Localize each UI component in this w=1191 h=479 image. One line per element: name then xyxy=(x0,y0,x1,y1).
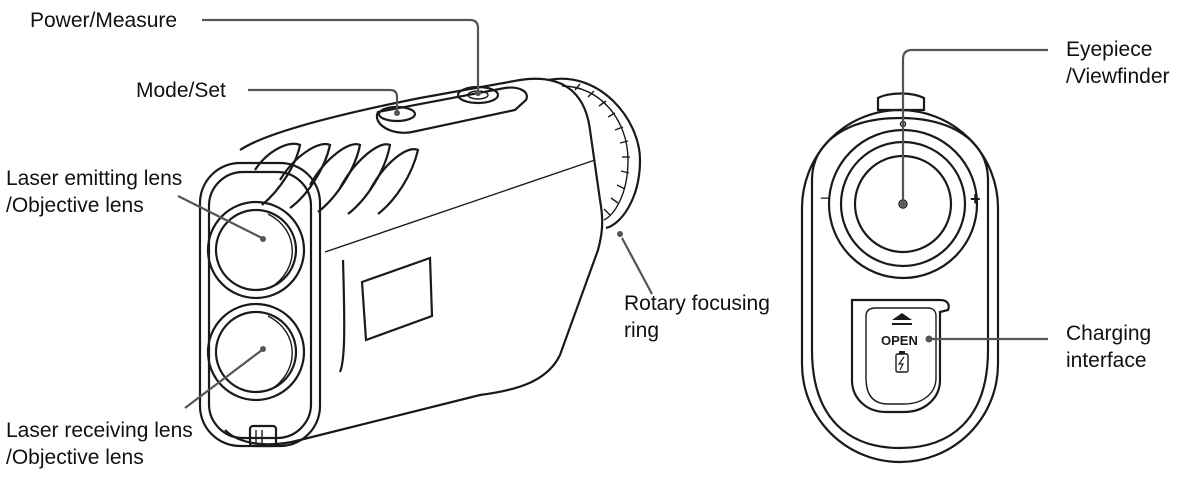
top-ridge xyxy=(876,92,926,112)
eyepiece-label: Eyepiece /Viewfinder xyxy=(1066,36,1170,90)
battery-charge-icon xyxy=(895,351,909,373)
plus-sign: + xyxy=(970,189,981,209)
rotary-focusing-ring xyxy=(547,77,642,230)
laser-receiving-lens xyxy=(206,302,306,402)
laser-emitting-label: Laser emitting lens /Objective lens xyxy=(6,165,182,219)
leader-lines xyxy=(177,18,1048,409)
charging-label: Charging interface xyxy=(1066,320,1151,374)
rotary-focusing-label: Rotary focusing ring xyxy=(624,290,770,344)
mode-set-label: Mode/Set xyxy=(136,77,226,104)
power-measure-label: Power/Measure xyxy=(30,7,177,34)
mode-set-text: Mode/Set xyxy=(136,79,226,102)
laser-receiving-label: Laser receiving lens /Objective lens xyxy=(6,417,193,471)
laser-receiving-line-2: /Objective lens xyxy=(6,446,144,469)
laser-emitting-line-1: Laser emitting lens xyxy=(6,167,183,190)
body-outline xyxy=(224,77,604,446)
laser-emitting-lens xyxy=(206,200,306,300)
rotary-focusing-line-2: ring xyxy=(624,319,660,342)
rotary-focusing-line-1: Rotary focusing xyxy=(624,292,770,315)
side-window xyxy=(360,256,434,342)
open-arrow-icon xyxy=(892,313,912,320)
laser-emitting-line-2: /Objective lens xyxy=(6,194,144,217)
charging-line-1: Charging xyxy=(1066,322,1152,345)
eyepiece-line-1: Eyepiece xyxy=(1066,38,1153,61)
open-text: OPEN xyxy=(881,333,918,348)
minus-sign: − xyxy=(820,188,831,208)
charging-cover: OPEN xyxy=(850,298,950,414)
charging-line-2: interface xyxy=(1066,349,1147,372)
rear-outer-shell xyxy=(800,108,1000,464)
laser-receiving-line-1: Laser receiving lens xyxy=(6,419,193,442)
lanyard-loop xyxy=(248,424,278,448)
power-measure-text: Power/Measure xyxy=(30,9,178,32)
top-button-plate xyxy=(375,86,528,134)
eyepiece-line-2: /Viewfinder xyxy=(1066,65,1170,88)
rangefinder-side-view xyxy=(198,77,642,448)
rangefinder-rear-view: − + OPEN xyxy=(800,92,1000,464)
top-ribs xyxy=(254,142,420,215)
